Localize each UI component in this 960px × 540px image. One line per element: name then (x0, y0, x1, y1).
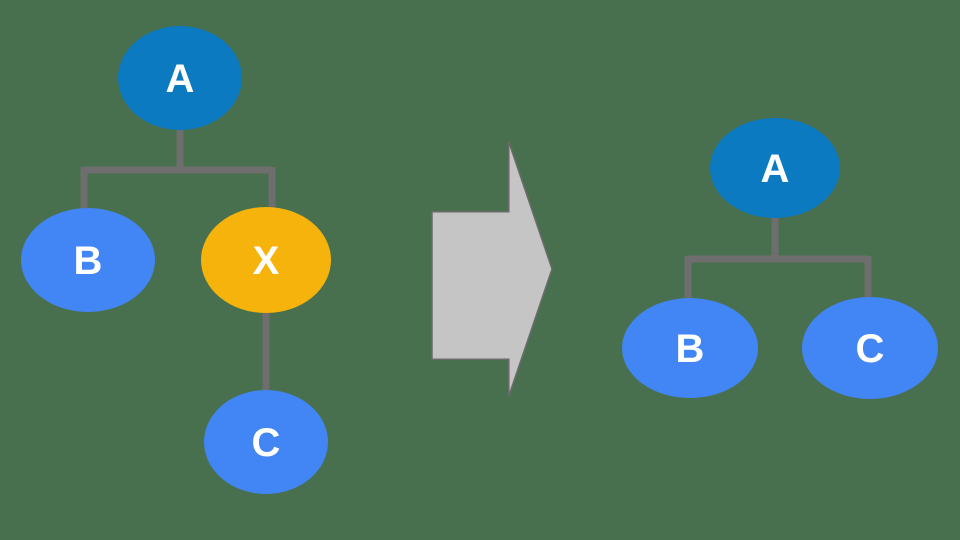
node-b-after-label: B (676, 327, 705, 371)
node-a-after-shape[interactable] (710, 118, 840, 218)
transform-arrow (431, 141, 553, 397)
right-arrow-icon (431, 141, 553, 397)
node-c-before-shape[interactable] (204, 390, 328, 494)
node-a-after[interactable]: A (710, 118, 840, 218)
node-c-after[interactable]: C (802, 297, 938, 399)
node-b-before-label: B (74, 239, 103, 283)
node-c-before-label: C (252, 421, 281, 465)
node-x-before-shape[interactable] (201, 207, 331, 313)
node-b-after-shape[interactable] (622, 298, 758, 398)
node-a-before-label: A (166, 57, 195, 101)
after-tree-edges (684, 216, 872, 302)
before-tree-nodes: A B X C (21, 26, 331, 494)
node-b-before-shape[interactable] (21, 208, 155, 312)
node-c-after-label: C (856, 327, 885, 371)
before-tree-edges (80, 128, 276, 393)
after-tree-nodes: A B C (622, 118, 938, 399)
node-x-before-label: X (253, 239, 280, 283)
node-a-before-shape[interactable] (118, 26, 242, 130)
node-x-before[interactable]: X (201, 207, 331, 313)
node-b-after[interactable]: B (622, 298, 758, 398)
node-b-before[interactable]: B (21, 208, 155, 312)
node-c-after-shape[interactable] (802, 297, 938, 399)
node-c-before[interactable]: C (204, 390, 328, 494)
node-a-before[interactable]: A (118, 26, 242, 130)
node-a-after-label: A (761, 147, 790, 191)
